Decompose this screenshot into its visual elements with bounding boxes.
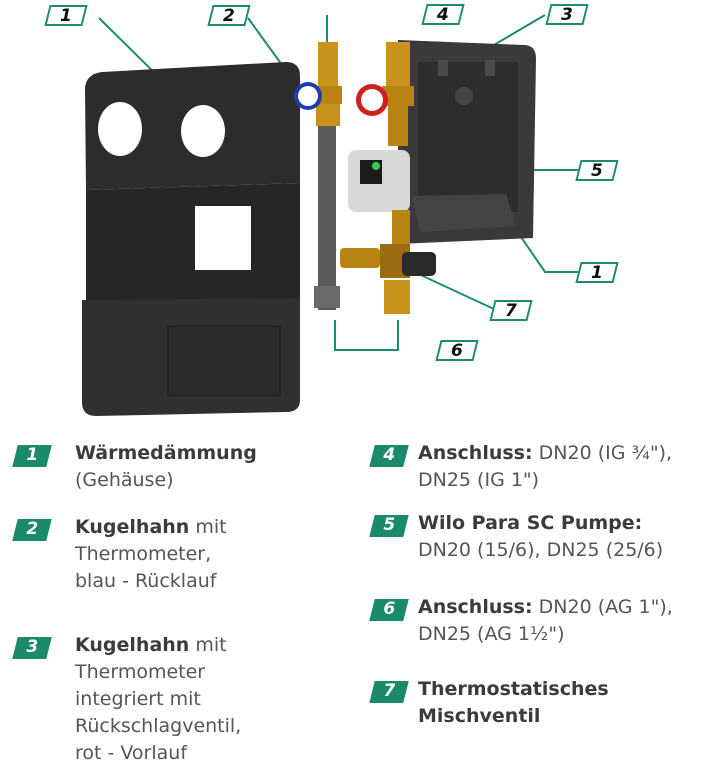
callout-5: 5 xyxy=(575,160,619,181)
legend-text: DN25 (IG 1") xyxy=(418,469,540,491)
legend-text: DN25 (AG 1½") xyxy=(418,623,565,645)
legend-badge: 2 xyxy=(12,519,52,541)
legend-text: Rückschlagventil, xyxy=(75,715,242,737)
legend-badge: 4 xyxy=(369,445,409,467)
legend-text: DN20 (15/6), DN25 (25/6) xyxy=(418,539,664,561)
callout-1-bottom: 1 xyxy=(575,262,619,283)
legend-badge: 7 xyxy=(369,681,409,703)
callout-1-top: 1 xyxy=(44,5,88,26)
supply-pipe xyxy=(340,42,436,314)
legend-inline: mit xyxy=(189,634,227,656)
insulation-front-shell xyxy=(82,62,300,416)
product-diagram: 1 2 4 3 5 1 7 6 xyxy=(44,4,619,416)
legend-badge: 3 xyxy=(12,637,52,659)
legend-title: Anschluss: xyxy=(418,442,533,464)
legend-title: Thermostatisches xyxy=(418,678,609,700)
legend-text: integriert mit xyxy=(75,688,201,710)
legend-title: Wärmedämmung xyxy=(75,442,257,464)
callout-3: 3 xyxy=(545,4,589,25)
legend-text: Thermometer xyxy=(75,661,206,683)
legend-inline: DN20 (IG ¾"), xyxy=(532,442,673,464)
legend-title-line-2: Mischventil xyxy=(418,705,541,727)
callout-2: 2 xyxy=(207,5,251,26)
legend-badge: 6 xyxy=(369,599,409,621)
return-pipe xyxy=(294,42,342,310)
legend-title: Kugelhahn xyxy=(75,516,190,538)
legend-text: Thermometer, xyxy=(75,543,212,565)
legend-title: Wilo Para SC Pumpe: xyxy=(418,512,643,534)
legend-text: (Gehäuse) xyxy=(75,469,174,491)
callout-4: 4 xyxy=(421,4,465,25)
legend-title: Anschluss: xyxy=(418,596,533,618)
legend-inline: DN20 (AG 1"), xyxy=(532,596,673,618)
legend-title: Kugelhahn xyxy=(75,634,190,656)
callout-6: 6 xyxy=(435,340,479,361)
insulation-back-shell xyxy=(398,40,536,244)
callout-7: 7 xyxy=(489,300,533,321)
legend-text: rot - Vorlauf xyxy=(75,742,188,764)
legend-badge: 1 xyxy=(12,445,52,467)
legend-text: blau - Rücklauf xyxy=(75,570,217,592)
legend-badge: 5 xyxy=(369,515,409,537)
legend-inline: mit xyxy=(189,516,227,538)
